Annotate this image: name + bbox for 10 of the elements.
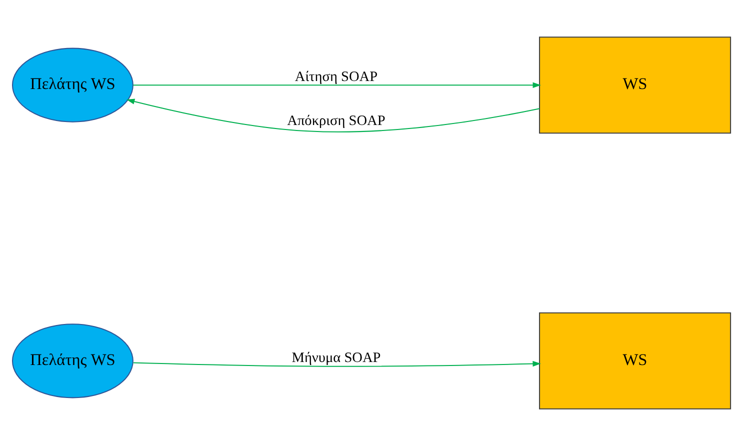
edge-label: Μήνυμα SOAP — [292, 350, 381, 366]
arrow — [126, 98, 540, 132]
node-box: WS — [539, 312, 732, 410]
node-ellipse: Πελάτης WS — [12, 48, 134, 122]
arrow — [133, 82, 541, 88]
node-ellipse: Πελάτης WS — [12, 324, 134, 398]
edge-label: Απόκριση SOAP — [287, 113, 386, 130]
node-box: WS — [539, 36, 732, 134]
edge-label: Αίτηση SOAP — [294, 69, 378, 86]
arrow — [133, 360, 541, 367]
